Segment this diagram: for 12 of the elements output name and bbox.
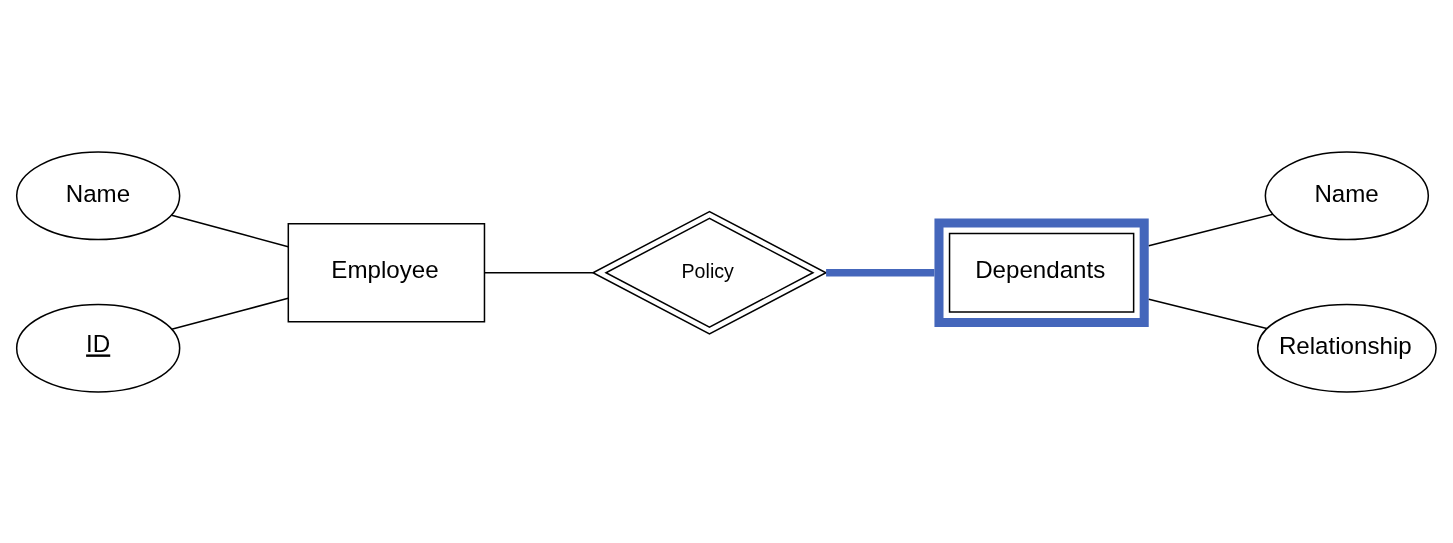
connector — [484, 271, 594, 273]
connector — [1148, 297, 1268, 329]
node-ellipse: Name — [1264, 150, 1430, 240]
node-ellipse: ID — [15, 303, 181, 393]
node-box: Dependants — [934, 217, 1149, 327]
node-diamond: Policy — [591, 210, 828, 335]
connector — [170, 297, 289, 330]
connector — [170, 213, 289, 247]
connector — [1148, 213, 1274, 247]
node-ellipse: Name — [15, 150, 181, 240]
node-ellipse: Relationship — [1256, 303, 1437, 393]
node-box: Employee — [287, 222, 486, 323]
